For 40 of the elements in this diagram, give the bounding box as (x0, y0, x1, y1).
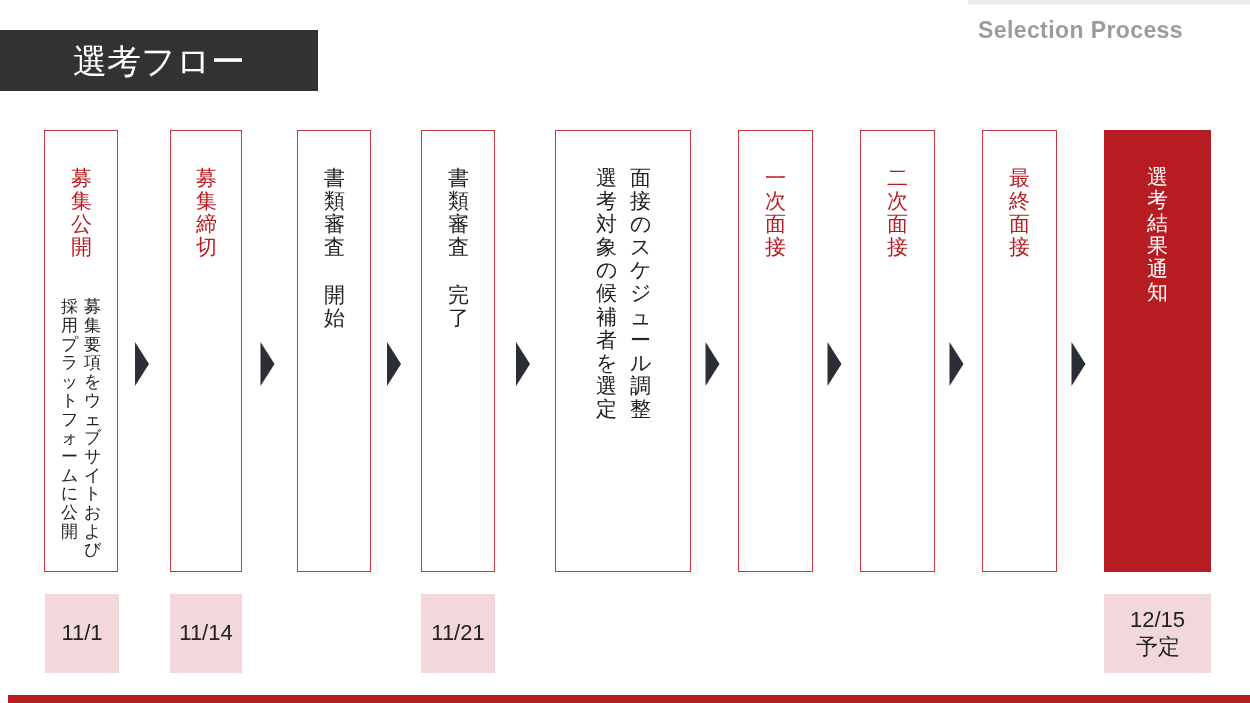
date-text: 11/21 (431, 620, 485, 647)
chevron-arrow (949, 342, 964, 386)
date-text: 12/15 予定 (1128, 606, 1187, 661)
chevron-arrow (135, 342, 149, 386)
step-title: 二次面接 (887, 166, 908, 259)
step-box (44, 130, 118, 572)
step-box (1104, 130, 1211, 572)
step-box (170, 130, 242, 572)
step-title: 募集公開 (70, 166, 92, 259)
date-tag (421, 594, 495, 673)
step-title: 最終面接 (1009, 166, 1030, 259)
subtitle-text: Selection Process (978, 16, 1183, 45)
chevron-arrow (1071, 342, 1086, 386)
date-tag (170, 594, 242, 673)
step-title: 選考結果通知 (1147, 165, 1168, 304)
chevron-arrow (827, 342, 842, 386)
step-title: 一次面接 (765, 166, 786, 259)
chevron-arrow (260, 342, 275, 386)
date-tag (45, 594, 119, 673)
step-box (297, 130, 371, 572)
step-status: 完了 (447, 283, 469, 330)
date-tag (1104, 594, 1211, 673)
chevron-arrow (516, 342, 530, 386)
step-box (555, 130, 691, 572)
step-box (860, 130, 935, 572)
title-text: 選考フロー (73, 43, 245, 78)
step-title: 書類審査 (323, 166, 345, 259)
step-box (738, 130, 813, 572)
step-title: 募集締切 (195, 166, 217, 259)
date-text: 11/14 (179, 620, 233, 647)
step-description: 募集要項をウェブサイトおよび採用プラットフォームに公開 (61, 298, 101, 562)
task-text: 面接のスケジュール調整 (629, 166, 651, 421)
step-status: 開始 (323, 283, 345, 330)
step-title: 書類審査 (447, 166, 469, 259)
step-box (982, 130, 1057, 572)
task-text: 選考対象の候補者を選定 (595, 166, 617, 421)
chevron-arrow (387, 342, 401, 386)
date-text: 11/1 (61, 620, 103, 647)
step-box (421, 130, 495, 572)
chevron-arrow (705, 342, 720, 386)
